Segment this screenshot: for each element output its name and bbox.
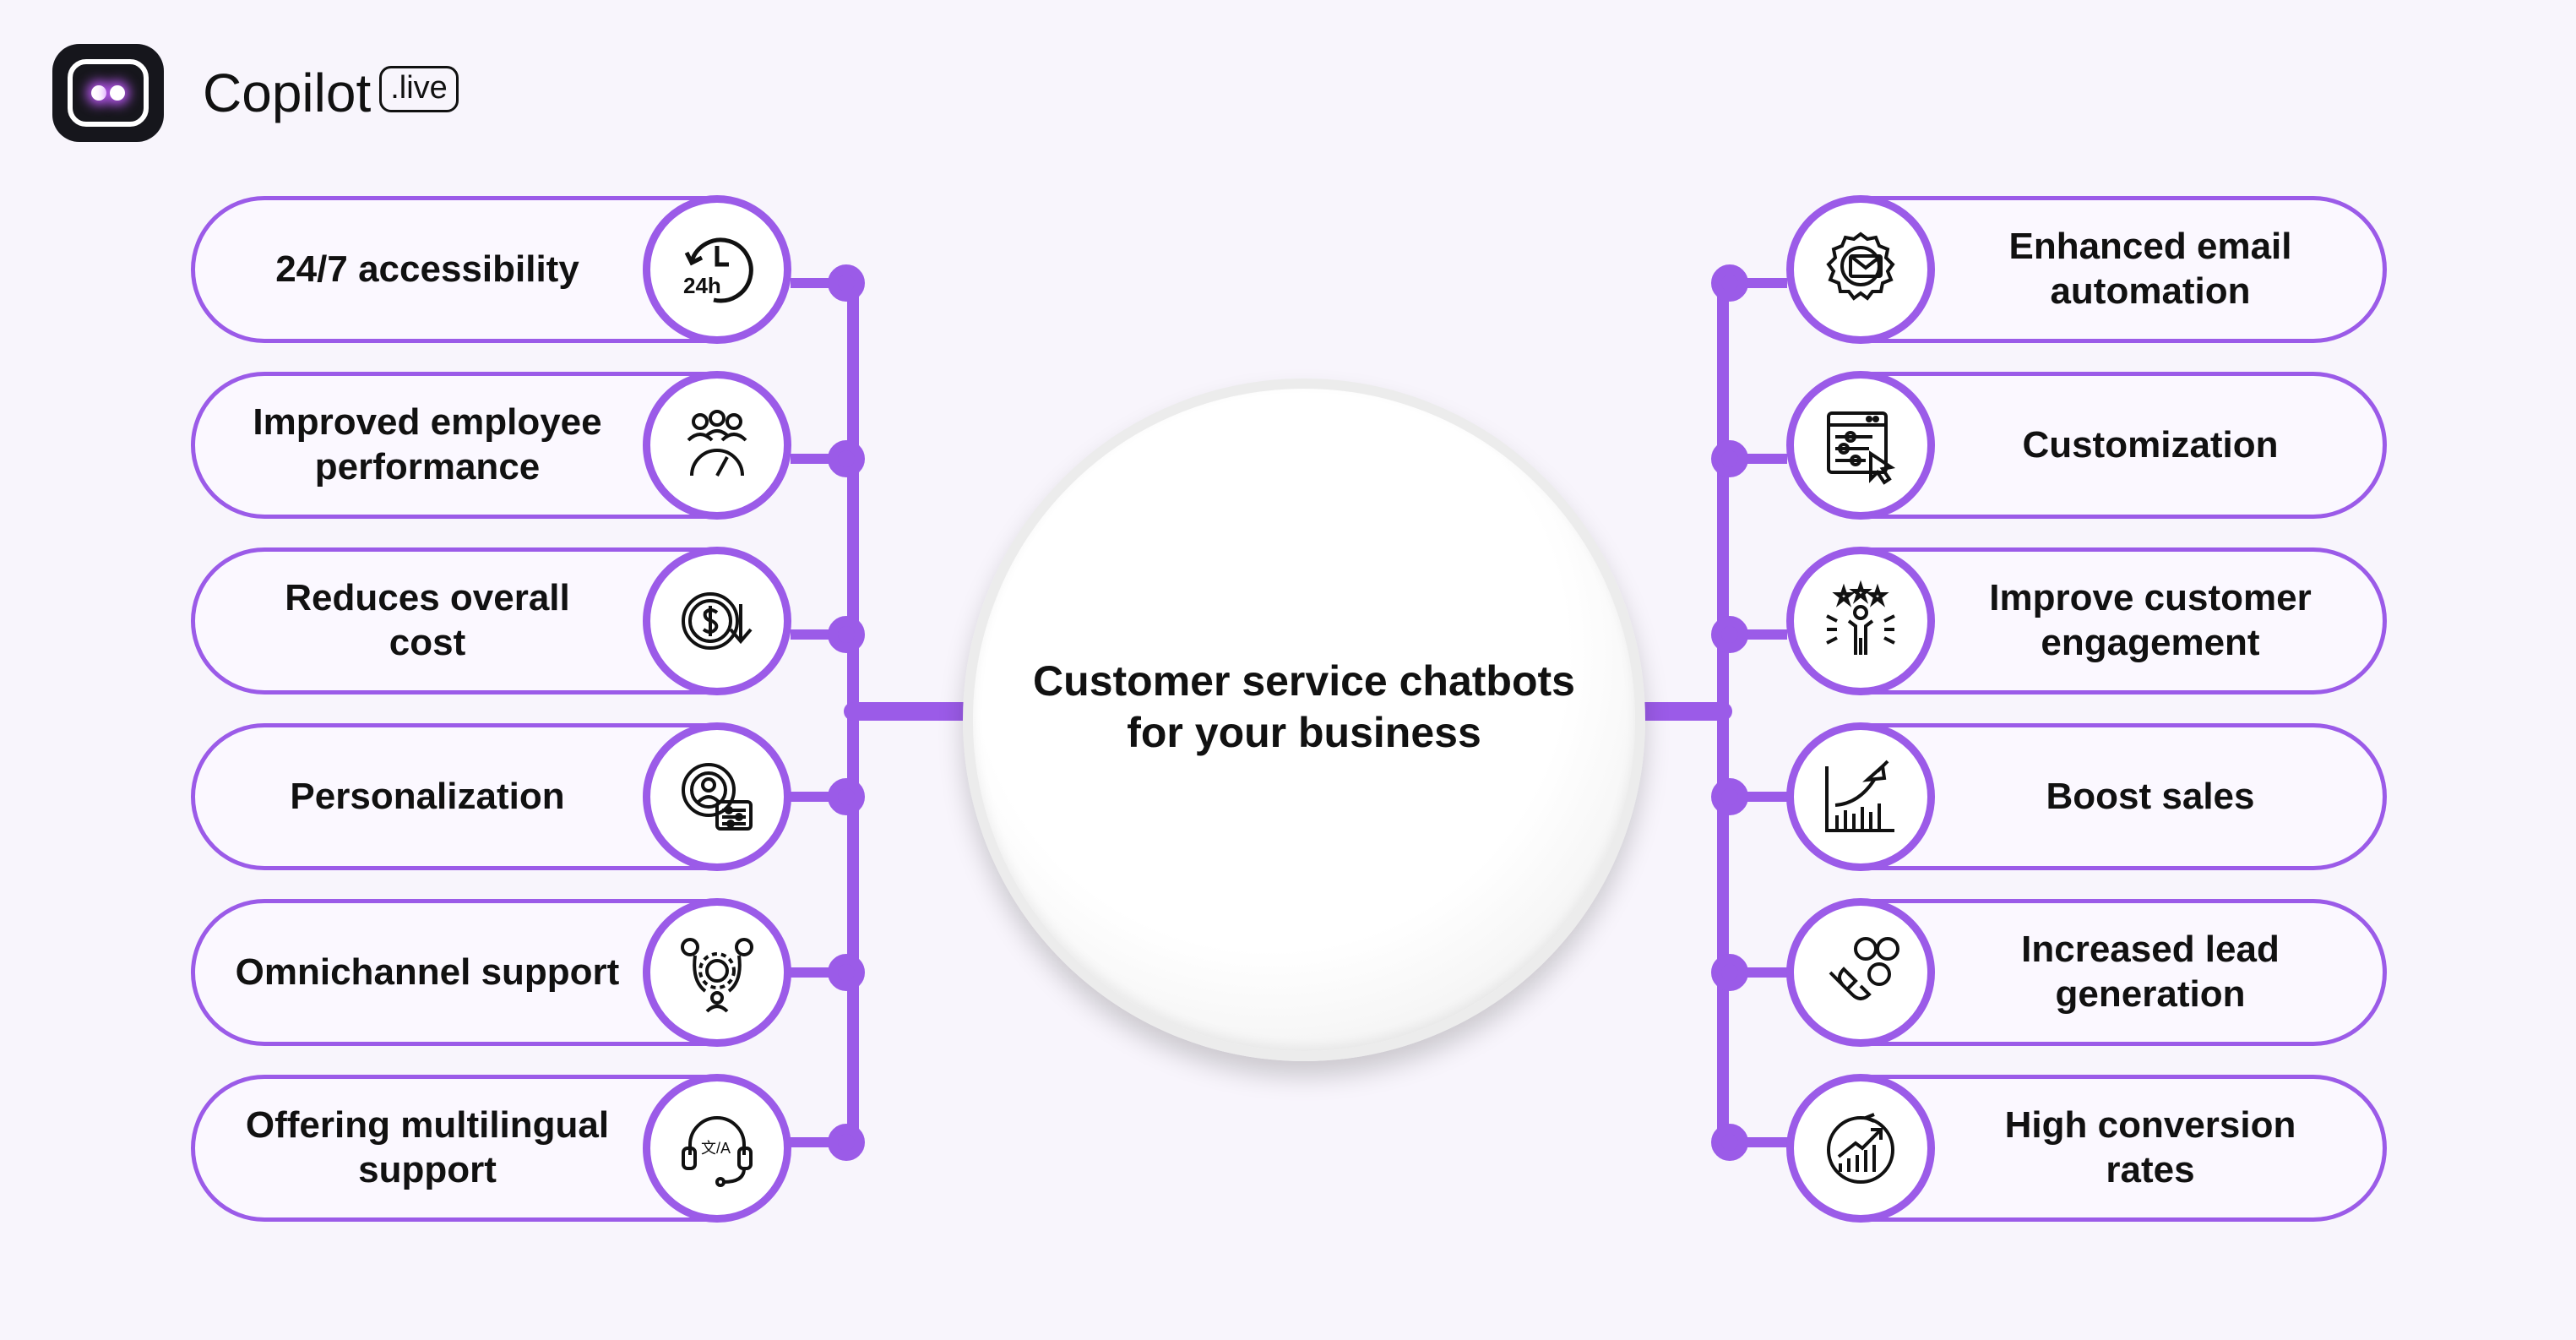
brand-tag: .live	[379, 65, 459, 112]
left-item-1: 24/7 accessibility 24h	[191, 195, 791, 344]
email-automation-icon	[1786, 195, 1935, 344]
svg-text:文/A: 文/A	[701, 1140, 731, 1157]
right-branch-node	[1711, 264, 1748, 302]
right-branch-node	[1711, 1124, 1748, 1161]
left-item-label: 24/7 accessibility	[275, 248, 579, 290]
brand-name: Copilot	[203, 63, 372, 123]
customization-icon	[1786, 371, 1935, 520]
right-branch-node	[1711, 440, 1748, 477]
right-item-2: Customization	[1786, 371, 2387, 520]
lead-magnet-icon	[1786, 898, 1935, 1047]
right-branch-node	[1711, 954, 1748, 991]
right-branch-node	[1711, 616, 1748, 653]
left-branch-node	[828, 440, 865, 477]
sales-rocket-icon	[1786, 722, 1935, 871]
left-branch-node	[828, 616, 865, 653]
multilingual-headset-icon: 文/A	[643, 1074, 791, 1223]
left-item-4: Personalization	[191, 722, 791, 871]
engagement-icon	[1786, 547, 1935, 695]
right-item-label: Customization	[2022, 423, 2279, 466]
personalization-icon	[643, 722, 791, 871]
left-item-5: Omnichannel support	[191, 898, 791, 1047]
right-item-label: Boost sales	[2046, 775, 2255, 817]
cost-reduction-icon	[643, 547, 791, 695]
left-item-label: Omnichannel support	[235, 951, 620, 993]
right-branch-node	[1711, 778, 1748, 815]
clock-24h-icon: 24h	[643, 195, 791, 344]
right-item-4: Boost sales	[1786, 722, 2387, 871]
conversion-chart-icon	[1786, 1074, 1935, 1223]
logo: Copilot .live	[52, 44, 459, 142]
copilot-logo-icon	[52, 44, 164, 142]
omnichannel-icon	[643, 898, 791, 1047]
team-performance-icon	[643, 371, 791, 520]
svg-text:24h: 24h	[683, 273, 721, 298]
left-branch-node	[828, 264, 865, 302]
left-branch-node	[828, 954, 865, 991]
left-branch-node	[828, 1124, 865, 1161]
left-branch-node	[828, 778, 865, 815]
left-item-label: Personalization	[290, 775, 565, 817]
